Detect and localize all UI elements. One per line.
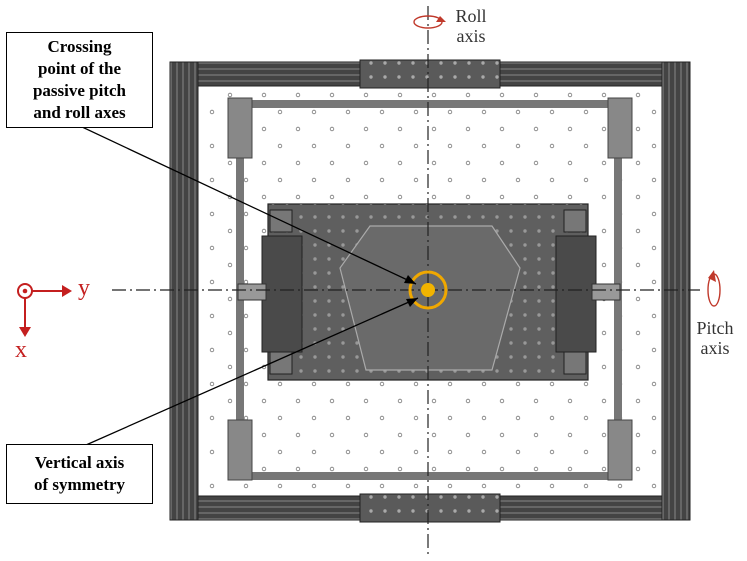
crossing-point-label: Crossing point of the passive pitch and …: [6, 32, 153, 128]
leader-arrows: [79, 125, 419, 446]
x-axis-label: x: [15, 337, 27, 363]
pitch-rotation-icon: [707, 270, 721, 307]
pitch-axis-label: Pitch axis: [696, 318, 734, 358]
y-axis-label: y: [78, 275, 90, 301]
outer-frame: [169, 59, 691, 523]
roll-axis-label: Roll axis: [455, 6, 487, 46]
vertical-axis-label: Vertical axis of symmetry: [6, 444, 153, 504]
crossing-point-marker: [408, 270, 448, 310]
axis-lines: [112, 6, 700, 556]
coordinate-system: [17, 283, 72, 337]
roll-rotation-icon: [413, 15, 446, 29]
